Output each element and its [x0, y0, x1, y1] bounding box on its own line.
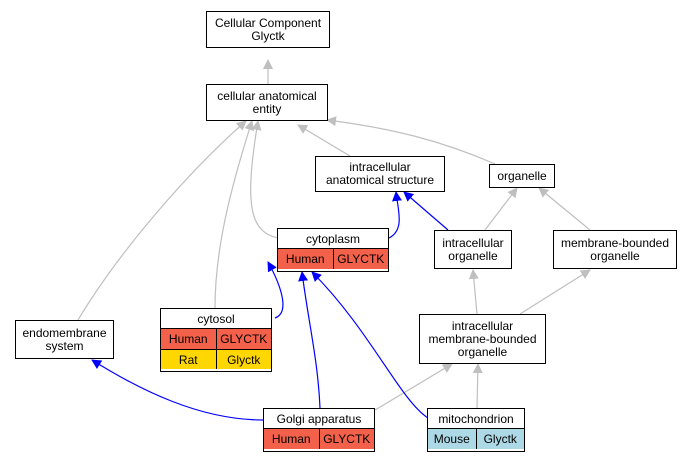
species-label: Human — [271, 432, 311, 446]
node-intracellular-organelle[interactable]: intracellular organelle — [434, 230, 512, 269]
node-golgi-apparatus[interactable]: Golgi apparatus Human GLYCTK — [263, 408, 375, 452]
gene-row-mouse: Mouse Glyctk — [428, 429, 524, 449]
node-title: Golgi apparatus — [264, 409, 374, 429]
edge-imbo-to-intraorg — [468, 269, 479, 315]
edge-endo-to-cae — [77, 120, 247, 321]
gene-label: Glyctk — [215, 350, 272, 369]
node-label: organelle — [497, 168, 547, 183]
node-title: cytosol — [161, 309, 271, 329]
node-intracellular-membrane-bounded-organelle[interactable]: intracellular membrane-bounded organelle — [419, 314, 546, 364]
node-label: endomembrane system — [22, 325, 107, 353]
gene-label: GLYCTK — [318, 429, 375, 449]
node-organelle[interactable]: organelle — [489, 164, 555, 188]
species-label: Human — [285, 252, 325, 266]
edge-cytosol-to-cytoplasm — [267, 261, 284, 319]
node-label: intracellular membrane-bounded organelle — [428, 318, 537, 359]
species-label: Mouse — [433, 432, 470, 446]
node-cellular-anatomical-entity[interactable]: cellular anatomical entity — [206, 84, 328, 121]
edge-mbo-to-organelle — [538, 187, 591, 231]
gene-row-rat: Rat Glyctk — [161, 349, 271, 369]
edge-cytoplasm-to-cae — [250, 120, 279, 239]
gene-label: GLYCTK — [215, 329, 272, 349]
edge-cytoplasm-to-ias — [388, 191, 402, 239]
species-label: Human — [168, 332, 208, 346]
edge-imbo-to-mbo — [519, 269, 591, 315]
gene-row-human: Human GLYCTK — [161, 329, 271, 349]
edge-organelle-to-cae — [326, 116, 496, 165]
gene-label: GLYCTK — [332, 249, 389, 269]
node-cytoplasm[interactable]: cytoplasm Human GLYCTK — [277, 228, 389, 272]
node-mitochondrion[interactable]: mitochondrion Mouse Glyctk — [427, 408, 525, 452]
gene-label: Glyctk — [475, 429, 525, 449]
node-label: membrane-bounded organelle — [560, 235, 670, 263]
node-intracellular-anatomical-structure[interactable]: intracellular anatomical structure — [315, 156, 445, 192]
node-label: Cellular Component Glyctk — [214, 15, 322, 43]
edge-golgi-to-imbo — [374, 363, 453, 411]
edge-mito-to-cytoplasm — [311, 271, 429, 419]
edge-cytosol-to-cae — [214, 120, 255, 309]
node-cytosol[interactable]: cytosol Human GLYCTK Rat Glyctk — [160, 308, 272, 372]
node-label: intracellular organelle — [442, 235, 504, 263]
node-membrane-bounded-organelle[interactable]: membrane-bounded organelle — [553, 230, 677, 269]
node-label: cellular anatomical entity — [217, 88, 317, 116]
node-title: mitochondrion — [428, 409, 524, 429]
edge-intraorg-to-organelle — [484, 187, 518, 231]
node-endomembrane-system[interactable]: endomembrane system — [15, 320, 114, 359]
gene-row-human: Human GLYCTK — [278, 249, 388, 269]
node-cellular-component-root[interactable]: Cellular Component Glyctk — [206, 11, 330, 48]
edge-golgi-to-endo — [91, 359, 264, 421]
edge-golgi-to-cytoplasm — [298, 271, 321, 409]
gene-row-human: Human GLYCTK — [264, 429, 374, 449]
edge-mito-to-imbo — [472, 363, 483, 409]
edge-intraorg-to-ias — [403, 191, 449, 231]
species-label: Rat — [178, 352, 198, 367]
node-title: cytoplasm — [278, 229, 388, 249]
node-label: intracellular anatomical structure — [325, 160, 435, 187]
edge-ias-to-cae — [297, 124, 351, 157]
